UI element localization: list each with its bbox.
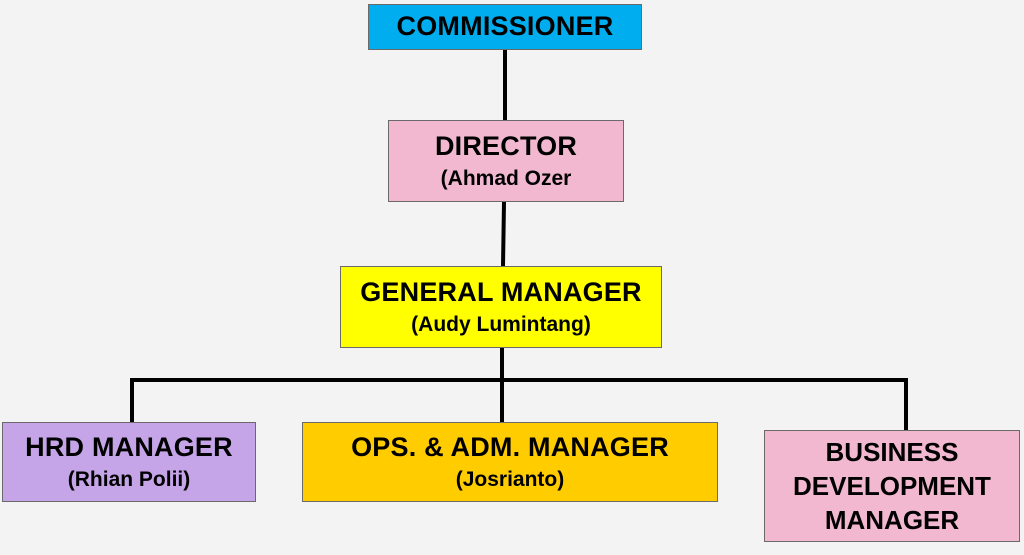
hrd-manager-title: HRD MANAGER (25, 431, 233, 462)
director-name: (Ahmad Ozer (440, 166, 572, 190)
bd-manager-title-line-1: BUSINESS (825, 437, 959, 467)
bd-manager-title-line-3: MANAGER (824, 505, 960, 535)
general-manager-name: (Audy Lumintang) (411, 312, 591, 336)
ops-manager-box: OPS. & ADM. MANAGER (Josrianto) (302, 422, 718, 502)
commissioner-box: COMMISSIONER (368, 4, 642, 50)
ops-manager-name: (Josrianto) (455, 467, 565, 491)
bd-manager-title-line-2: DEVELOPMENT (793, 471, 991, 501)
hrd-manager-box: HRD MANAGER (Rhian Polii) (2, 422, 256, 502)
director-box: DIRECTOR (Ahmad Ozer (388, 120, 624, 202)
connector-director-general-manager (500, 199, 507, 269)
commissioner-title: COMMISSIONER (396, 11, 614, 42)
bd-manager-box: BUSINESS DEVELOPMENT MANAGER (764, 430, 1020, 542)
director-title: DIRECTOR (434, 130, 578, 161)
general-manager-title: GENERAL MANAGER (360, 276, 642, 307)
ops-manager-title: OPS. & ADM. MANAGER (351, 431, 669, 462)
hrd-manager-name: (Rhian Polii) (67, 467, 191, 491)
general-manager-box: GENERAL MANAGER (Audy Lumintang) (340, 266, 662, 348)
